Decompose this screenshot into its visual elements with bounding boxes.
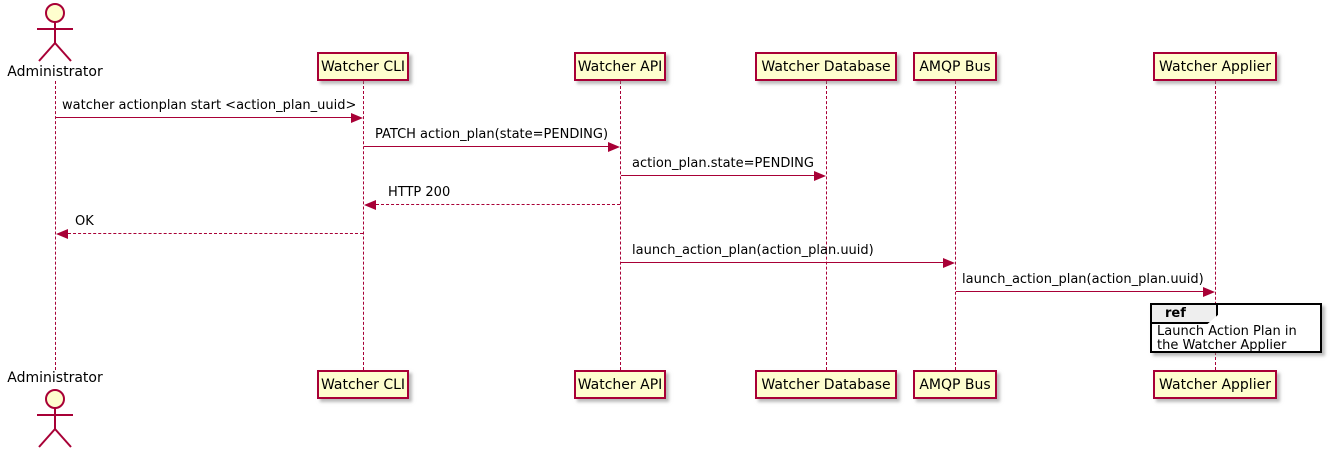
participant-amqp-bus-top: AMQP Bus (913, 52, 997, 81)
message-line (364, 146, 609, 147)
lifeline-watcher-database (826, 81, 827, 370)
actor-label-administrator-bottom: Administrator (7, 370, 103, 386)
ref-text: Launch Action Plan in the Watcher Applie… (1157, 324, 1297, 353)
participant-watcher-api-bottom: Watcher API (574, 370, 666, 399)
participant-amqp-bus-bottom: AMQP Bus (913, 370, 997, 399)
message-line (956, 291, 1204, 292)
participant-watcher-database-top: Watcher Database (755, 52, 897, 81)
message-label: watcher actionplan start <action_plan_uu… (62, 98, 357, 113)
actor-label-administrator-top: Administrator (7, 64, 103, 80)
lifeline-administrator (55, 81, 56, 370)
message-line (621, 262, 944, 263)
arrowhead-icon (351, 113, 363, 123)
message-line (376, 204, 620, 205)
message-line (68, 233, 363, 234)
participant-watcher-cli-top: Watcher CLI (317, 52, 409, 81)
participant-watcher-cli-bottom: Watcher CLI (317, 370, 409, 399)
participant-watcher-database-bottom: Watcher Database (755, 370, 897, 399)
actor-icon-administrator-bottom (37, 389, 73, 448)
participant-watcher-applier-top: Watcher Applier (1153, 52, 1277, 81)
arrowhead-icon (56, 229, 68, 239)
arrowhead-icon (943, 258, 955, 268)
message-label: PATCH action_plan(state=PENDING) (375, 127, 609, 142)
actor-icon-administrator-top (37, 3, 73, 62)
participant-watcher-applier-bottom: Watcher Applier (1153, 370, 1277, 399)
message-label: launch_action_plan(action_plan.uuid) (632, 243, 874, 258)
arrowhead-icon (1203, 287, 1215, 297)
lifeline-amqp-bus (955, 81, 956, 370)
lifeline-watcher-api (620, 81, 621, 370)
arrowhead-icon (608, 142, 620, 152)
ref-keyword: ref (1152, 305, 1218, 324)
lifeline-watcher-applier (1215, 81, 1216, 370)
message-label: action_plan.state=PENDING (632, 156, 814, 171)
message-line (621, 175, 815, 176)
message-label: HTTP 200 (388, 185, 451, 200)
participant-watcher-api-top: Watcher API (574, 52, 666, 81)
message-label: OK (75, 214, 94, 229)
lifeline-watcher-cli (363, 81, 364, 370)
arrowhead-icon (814, 171, 826, 181)
message-line (56, 117, 352, 118)
message-label: launch_action_plan(action_plan.uuid) (962, 272, 1204, 287)
arrowhead-icon (364, 200, 376, 210)
ref-fragment: ref Launch Action Plan in the Watcher Ap… (1150, 303, 1322, 353)
